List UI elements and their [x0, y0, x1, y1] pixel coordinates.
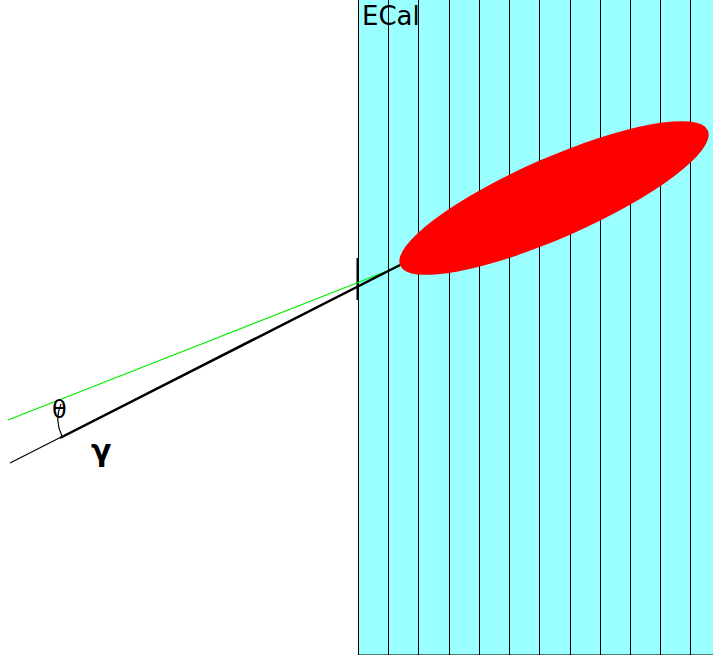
reference-line [8, 266, 400, 420]
calorimeter-label: ECal [362, 2, 420, 32]
particle-label: γ [91, 436, 111, 466]
photon-track-thick [60, 265, 400, 438]
shower-ellipse [384, 94, 713, 302]
calorimeter-band: ECal [358, 0, 713, 655]
ecal-fill [358, 0, 713, 655]
ecal-layers [359, 0, 713, 655]
photon-track [10, 265, 400, 463]
entry-mark [357, 258, 359, 300]
angle-label: θ [52, 398, 67, 422]
